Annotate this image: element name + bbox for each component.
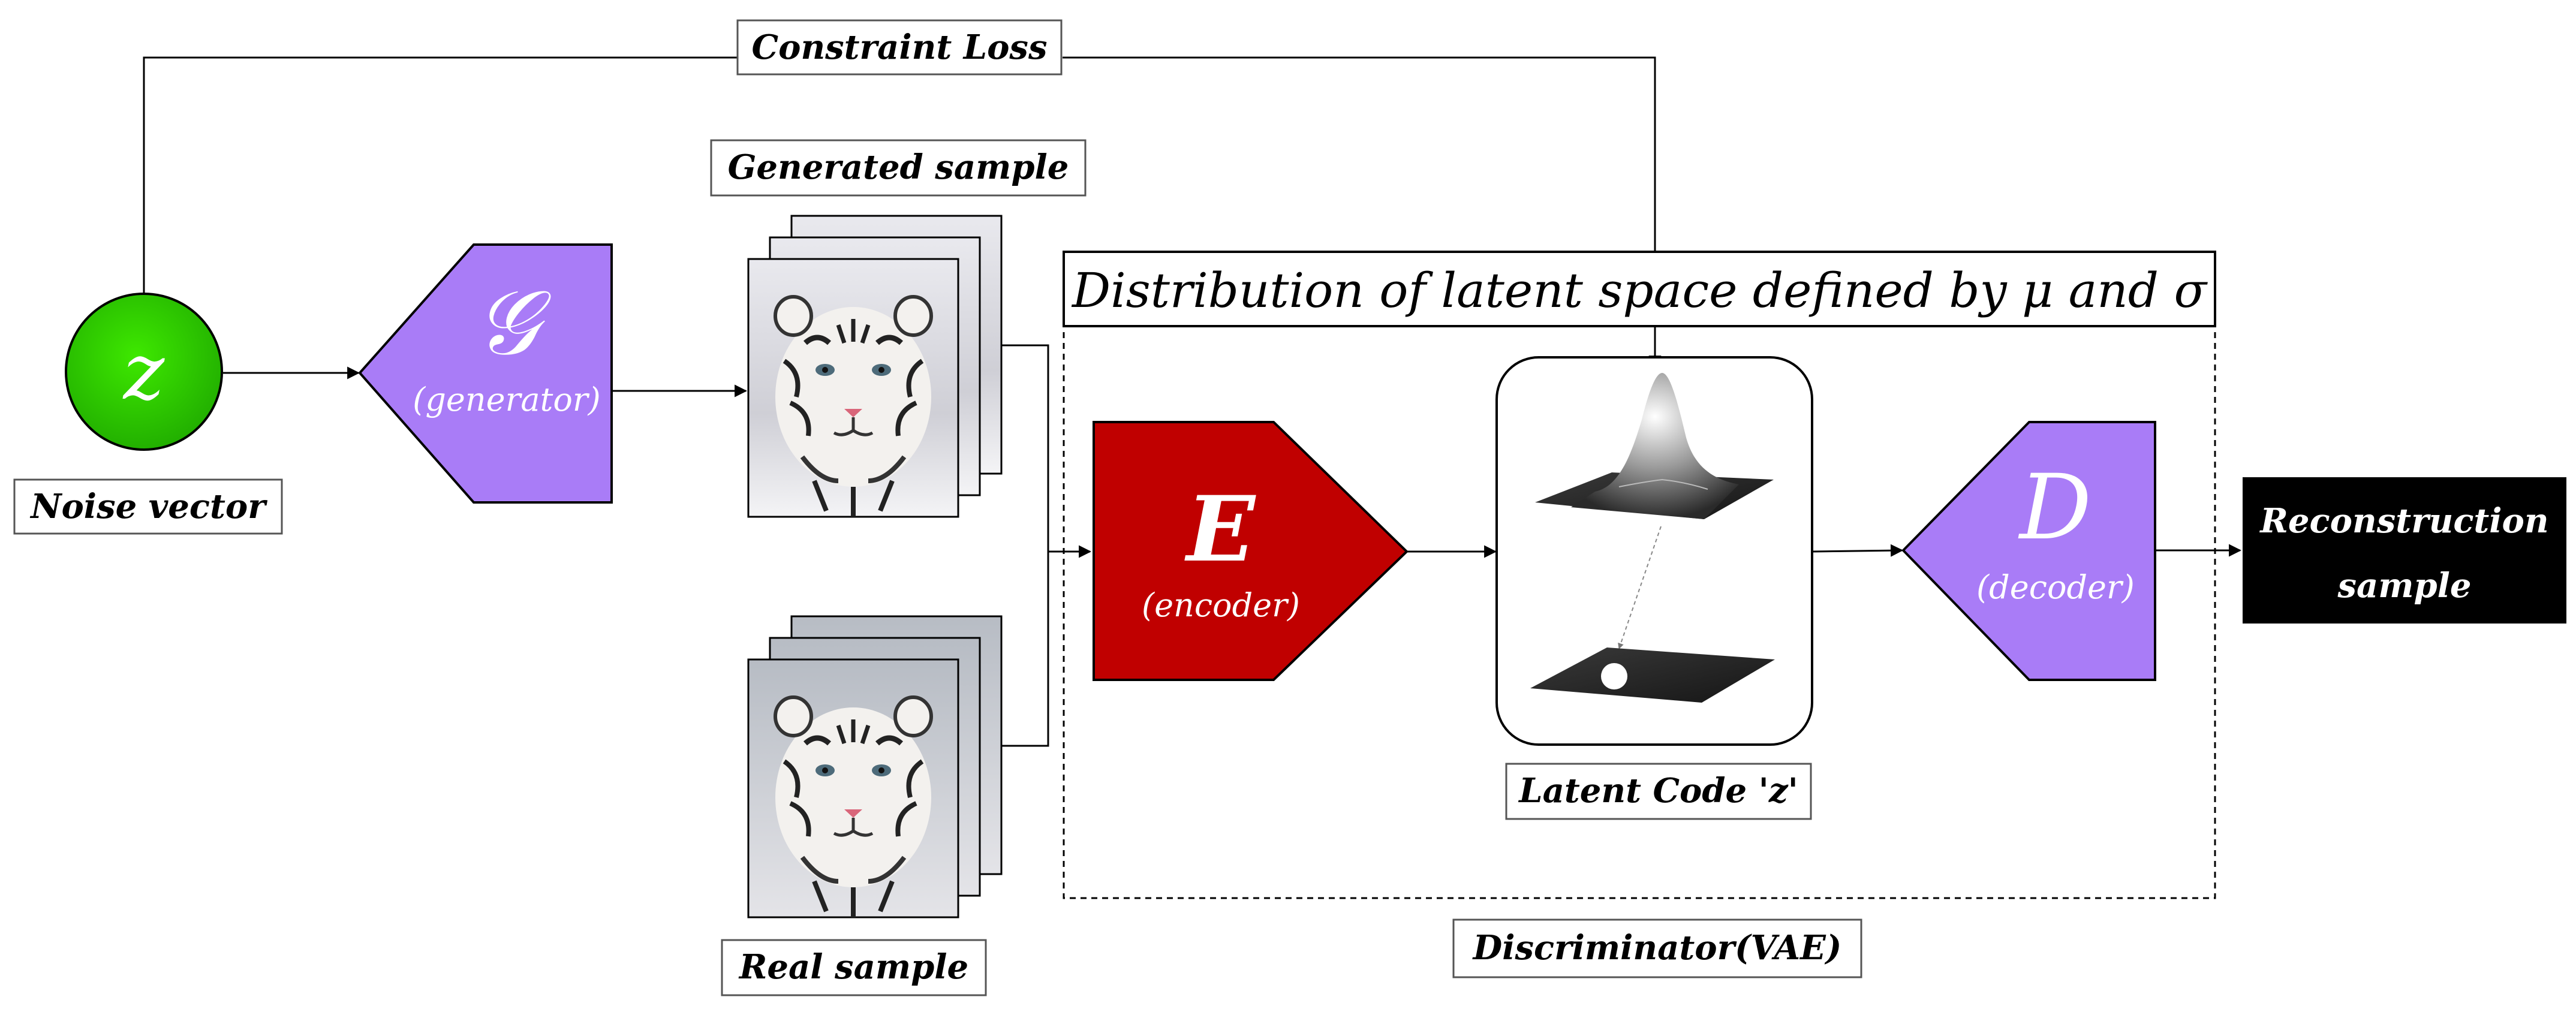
reconstruction-sample-box: Reconstruction sample	[2243, 477, 2566, 624]
arrow-latent-to-decoder	[1811, 544, 1904, 557]
latent-code-label-box: Latent Code 'z'	[1505, 763, 1812, 820]
distribution-title-box: Distribution of latent space defined by …	[1063, 251, 2216, 327]
encoder-caption: (encoder)	[1142, 586, 1300, 624]
real-sample-label-box: Real sample	[721, 939, 987, 996]
generated-sample-label-box: Generated sample	[710, 139, 1087, 197]
encoder-symbol: E	[1184, 477, 1257, 582]
real-sample-image-stack	[747, 615, 1003, 917]
discriminator-label: Discriminator(VAE)	[1472, 928, 1842, 968]
gaussian-surface-icon	[1535, 373, 1774, 519]
reconstruction-label-line1: Reconstruction	[2259, 501, 2548, 541]
real-sample-label: Real sample	[738, 947, 968, 987]
latent-code-label: Latent Code 'z'	[1518, 771, 1798, 811]
latent-point	[1601, 663, 1627, 689]
noise-symbol: z	[122, 326, 165, 417]
generated-sample-image-stack	[747, 215, 1003, 517]
loop-line-left	[137, 56, 744, 314]
sampling-arrow	[1618, 526, 1662, 649]
reconstruction-label-line2: sample	[2337, 566, 2471, 606]
noise-vector-node: z	[65, 293, 223, 451]
constraint-loss-label-box: Constraint Loss	[736, 19, 1063, 76]
distribution-title: Distribution of latent space defined by …	[1071, 263, 2208, 318]
noise-circle	[65, 293, 223, 451]
latent-plane-icon	[1530, 647, 1775, 703]
decoder-node: D (decoder)	[1901, 421, 2156, 681]
constraint-loss-label: Constraint Loss	[752, 28, 1048, 67]
decoder-symbol: D	[2018, 456, 2092, 560]
generator-caption: (generator)	[413, 381, 600, 418]
encoder-node: E (encoder)	[1093, 421, 1409, 681]
generated-sample-label: Generated sample	[728, 147, 1069, 187]
noise-vector-label-box: Noise vector	[13, 478, 283, 535]
samples-to-encoder-connector	[1001, 344, 1092, 747]
generator-symbol: 𝒢	[475, 271, 552, 375]
noise-vector-label: Noise vector	[29, 487, 267, 526]
latent-space-box	[1495, 356, 1813, 746]
discriminator-label-box: Discriminator(VAE)	[1452, 918, 1862, 978]
decoder-caption: (decoder)	[1976, 568, 2135, 606]
generator-node: 𝒢 (generator)	[358, 243, 613, 504]
